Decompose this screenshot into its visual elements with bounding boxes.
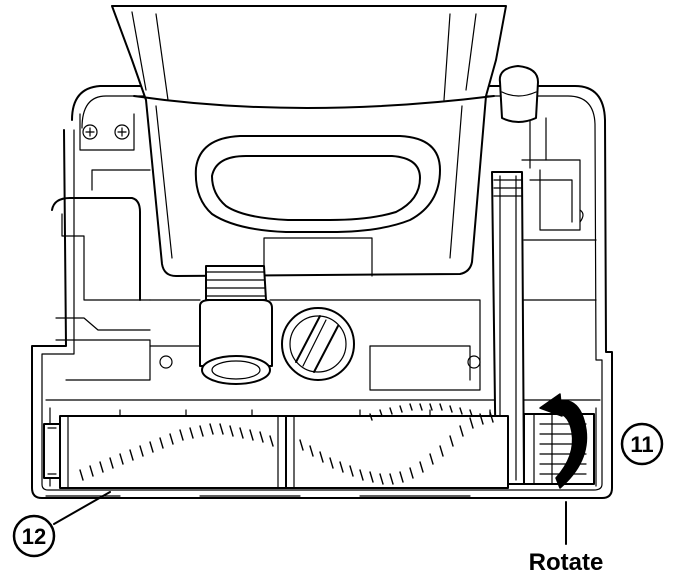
callout-12: 12 xyxy=(14,492,110,556)
mounting-hole-left xyxy=(160,356,172,368)
callout-11: 11 xyxy=(622,424,662,464)
cord-hook-left xyxy=(52,170,150,380)
screw-left xyxy=(83,125,97,139)
callout-11-number: 11 xyxy=(630,432,653,457)
rotate-label: Rotate xyxy=(529,549,604,576)
callout-12-number: 12 xyxy=(22,524,46,549)
rotate-label-group: Rotate xyxy=(529,502,604,576)
brush-roll xyxy=(44,404,508,496)
rotary-knob xyxy=(282,308,354,380)
hose-coupling xyxy=(200,266,272,384)
height-adjust-knob xyxy=(500,66,538,122)
dust-canister xyxy=(112,6,506,276)
screw-right xyxy=(115,125,129,139)
